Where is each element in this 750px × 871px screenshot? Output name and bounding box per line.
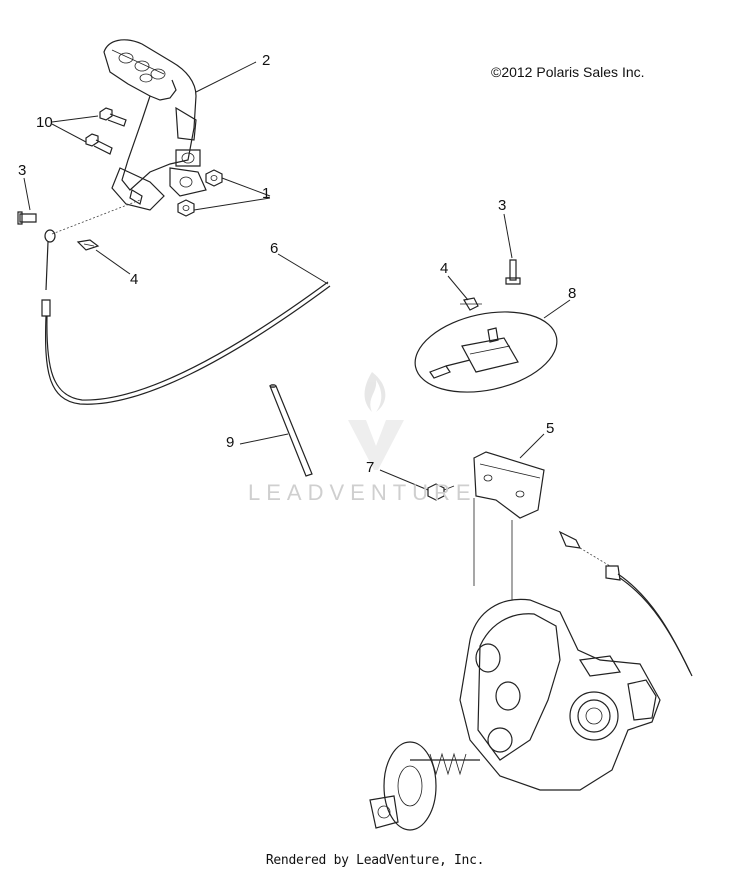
bolt-7 <box>427 483 455 501</box>
rod-9 <box>269 384 313 477</box>
cable-end-right <box>558 530 693 677</box>
callout-6: 6 <box>270 240 278 257</box>
pin-3-right <box>505 259 521 285</box>
copyright-notice: ©2012 Polaris Sales Inc. <box>491 64 645 80</box>
callout-7: 7 <box>366 459 374 476</box>
shift-cable-6 <box>41 199 331 405</box>
detail-8 <box>414 311 558 393</box>
pin-3-left <box>17 211 37 225</box>
clip-4-left <box>76 239 100 251</box>
callout-4-right: 4 <box>440 260 448 277</box>
callout-9: 9 <box>226 434 234 451</box>
callout-3-left: 3 <box>18 162 26 179</box>
clip-4-right <box>460 297 482 311</box>
callout-1: 1 <box>262 185 270 202</box>
callout-10: 10 <box>36 114 53 131</box>
callout-4-left: 4 <box>130 271 138 288</box>
callout-2: 2 <box>262 52 270 69</box>
shift-lever-assembly <box>103 39 207 211</box>
leader-lines <box>23 61 571 491</box>
watermark-logo <box>348 372 404 470</box>
callout-8: 8 <box>568 285 576 302</box>
callout-5: 5 <box>546 420 554 437</box>
render-credit: Rendered by LeadVenture, Inc. <box>265 853 485 868</box>
bolts-10 <box>85 107 127 155</box>
transmission <box>369 598 661 831</box>
bracket-5 <box>473 451 545 600</box>
callout-3-right: 3 <box>498 197 506 214</box>
watermark-text: LEADVENTURE <box>248 480 477 505</box>
nuts-1 <box>177 169 223 217</box>
